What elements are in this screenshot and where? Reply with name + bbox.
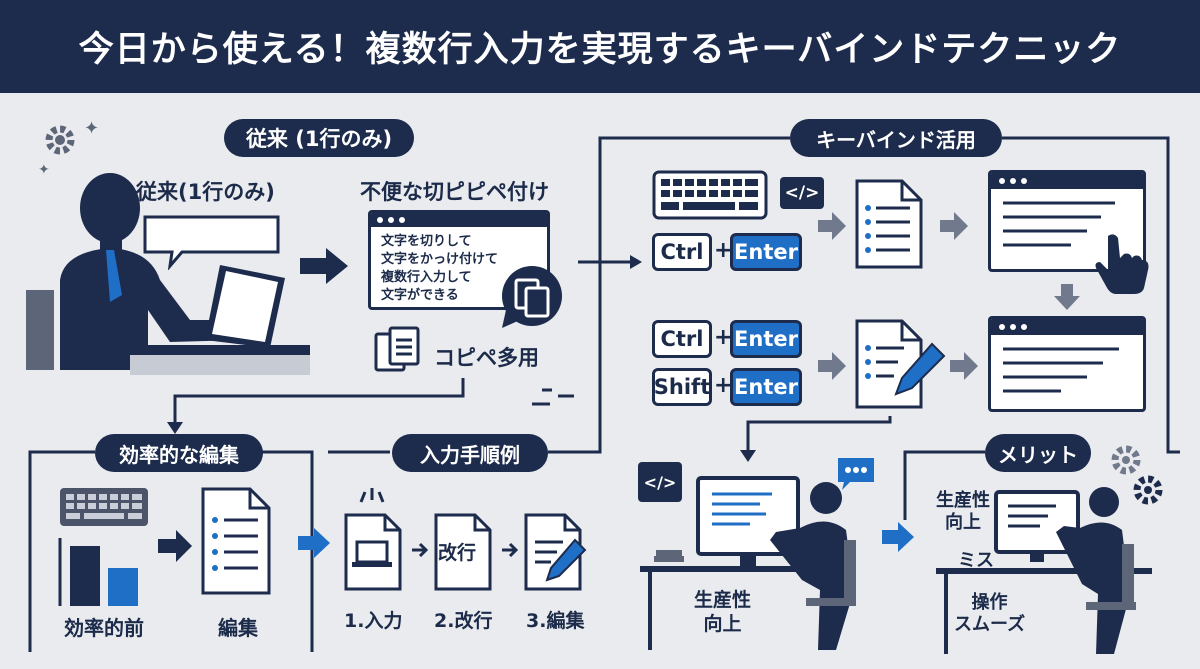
desk-left-line: 生産性 bbox=[694, 589, 752, 611]
person-at-laptop bbox=[20, 170, 310, 379]
sparkle-icon: ✦ bbox=[84, 118, 100, 139]
arrow-icon bbox=[300, 248, 350, 288]
legacy-heading: 不便な切ピピペ付け bbox=[360, 180, 549, 204]
editing-pill: 効率的な編集 bbox=[95, 434, 263, 472]
window-line: 複数行入力して bbox=[381, 270, 472, 285]
arrow-icon bbox=[950, 352, 980, 384]
arrow-icon bbox=[298, 528, 332, 562]
title-bar: 今日から使える！複数行入力を実現するキーバインドテクニック bbox=[0, 0, 1200, 93]
pencil-icon bbox=[545, 538, 587, 582]
page-title: 今日から使える！複数行入力を実現するキーバインドテクニック bbox=[78, 30, 1122, 70]
bar-chart-icon bbox=[56, 538, 146, 612]
plus-sign: + bbox=[714, 373, 733, 398]
legacy-bubble-label: 従来(1行のみ) bbox=[136, 180, 275, 204]
document-edit-icon bbox=[854, 318, 946, 414]
key-ctrl: Ctrl bbox=[652, 320, 712, 358]
copy-bubble-icon bbox=[496, 262, 566, 336]
step1-label: 1.入力 bbox=[344, 610, 403, 632]
legacy-pill: 従来 (1行のみ) bbox=[224, 119, 414, 157]
code-icon: </> bbox=[638, 462, 682, 502]
step3-document bbox=[523, 512, 589, 596]
sparkle-icon: ✦ bbox=[38, 162, 50, 178]
copy-label: コピペ多用 bbox=[434, 346, 539, 370]
cursor-hand-icon bbox=[1094, 232, 1150, 300]
desk-left-text: 生産性 向上 bbox=[694, 588, 751, 636]
chair-icon bbox=[26, 290, 54, 370]
editor-window bbox=[988, 316, 1146, 412]
step3-label: 3.編集 bbox=[526, 610, 585, 632]
merit-mid-text: ミス bbox=[958, 550, 994, 571]
key-enter: Enter bbox=[730, 368, 802, 406]
keybind-pill: キーバインド活用 bbox=[790, 119, 1002, 157]
copy-icon bbox=[372, 326, 426, 378]
merit-top-line: 生産性 bbox=[936, 490, 990, 511]
arrow-down-icon bbox=[1054, 284, 1080, 316]
gear-icon bbox=[1128, 470, 1168, 514]
merit-bottom-line: 操作 bbox=[971, 592, 1008, 613]
code-icon: </> bbox=[780, 177, 824, 209]
merit-top-line: 向上 bbox=[945, 512, 981, 533]
steps-pill: 入力手順例 bbox=[392, 434, 548, 472]
key-ctrl: Ctrl bbox=[652, 233, 712, 271]
merit-pill: メリット bbox=[985, 434, 1091, 472]
arrow-icon bbox=[882, 522, 916, 556]
window-line: 文字を切りして bbox=[381, 234, 472, 249]
chat-icon bbox=[834, 456, 878, 498]
key-enter: Enter bbox=[730, 233, 802, 271]
arrow-icon bbox=[818, 212, 848, 244]
window-line: 文字ができる bbox=[381, 288, 459, 303]
merit-bottom-text: 操作 スムーズ bbox=[954, 592, 1025, 636]
merit-bottom-line: スムーズ bbox=[954, 614, 1026, 635]
merit-top-text: 生産性 向上 bbox=[936, 490, 990, 534]
laptop-icon bbox=[355, 540, 389, 564]
arrow-icon bbox=[818, 352, 848, 384]
key-shift: Shift bbox=[652, 368, 712, 406]
key-enter: Enter bbox=[730, 320, 802, 358]
step2-label: 2.改行 bbox=[434, 610, 493, 632]
merit-desk-scene bbox=[936, 484, 1166, 658]
step1-document bbox=[343, 512, 403, 596]
person-icon bbox=[810, 482, 842, 514]
arrow-icon bbox=[500, 540, 520, 564]
dash-decoration bbox=[528, 386, 578, 414]
pencil-icon bbox=[894, 342, 946, 396]
person-icon bbox=[1089, 487, 1119, 517]
arrow-icon bbox=[158, 530, 194, 566]
before-label: 効率的前 bbox=[64, 616, 144, 640]
window-line: 文字をかっけ付けて bbox=[381, 252, 499, 267]
speech-bubble bbox=[142, 214, 282, 274]
desk-scene bbox=[640, 470, 890, 654]
arrow-icon bbox=[940, 212, 970, 244]
after-label: 編集 bbox=[218, 616, 258, 640]
gear-icon-small bbox=[40, 120, 80, 164]
document-icon bbox=[854, 178, 924, 274]
desk-left-line: 向上 bbox=[703, 613, 742, 635]
window-titlebar bbox=[371, 213, 547, 227]
keyboard-icon bbox=[58, 486, 150, 532]
step2-document bbox=[433, 512, 493, 596]
plus-sign: + bbox=[714, 325, 733, 350]
gear-icon bbox=[1106, 440, 1146, 484]
plus-sign: + bbox=[714, 238, 733, 263]
document-icon bbox=[200, 486, 272, 600]
arrow-icon bbox=[410, 540, 430, 564]
keyboard-icon bbox=[652, 170, 768, 224]
step2-doc-text: 改行 bbox=[438, 542, 477, 564]
sparkle-icon bbox=[357, 486, 387, 510]
legacy-window: 文字を切りして 文字をかっけ付けて 複数行入力して 文字ができる bbox=[368, 210, 550, 310]
